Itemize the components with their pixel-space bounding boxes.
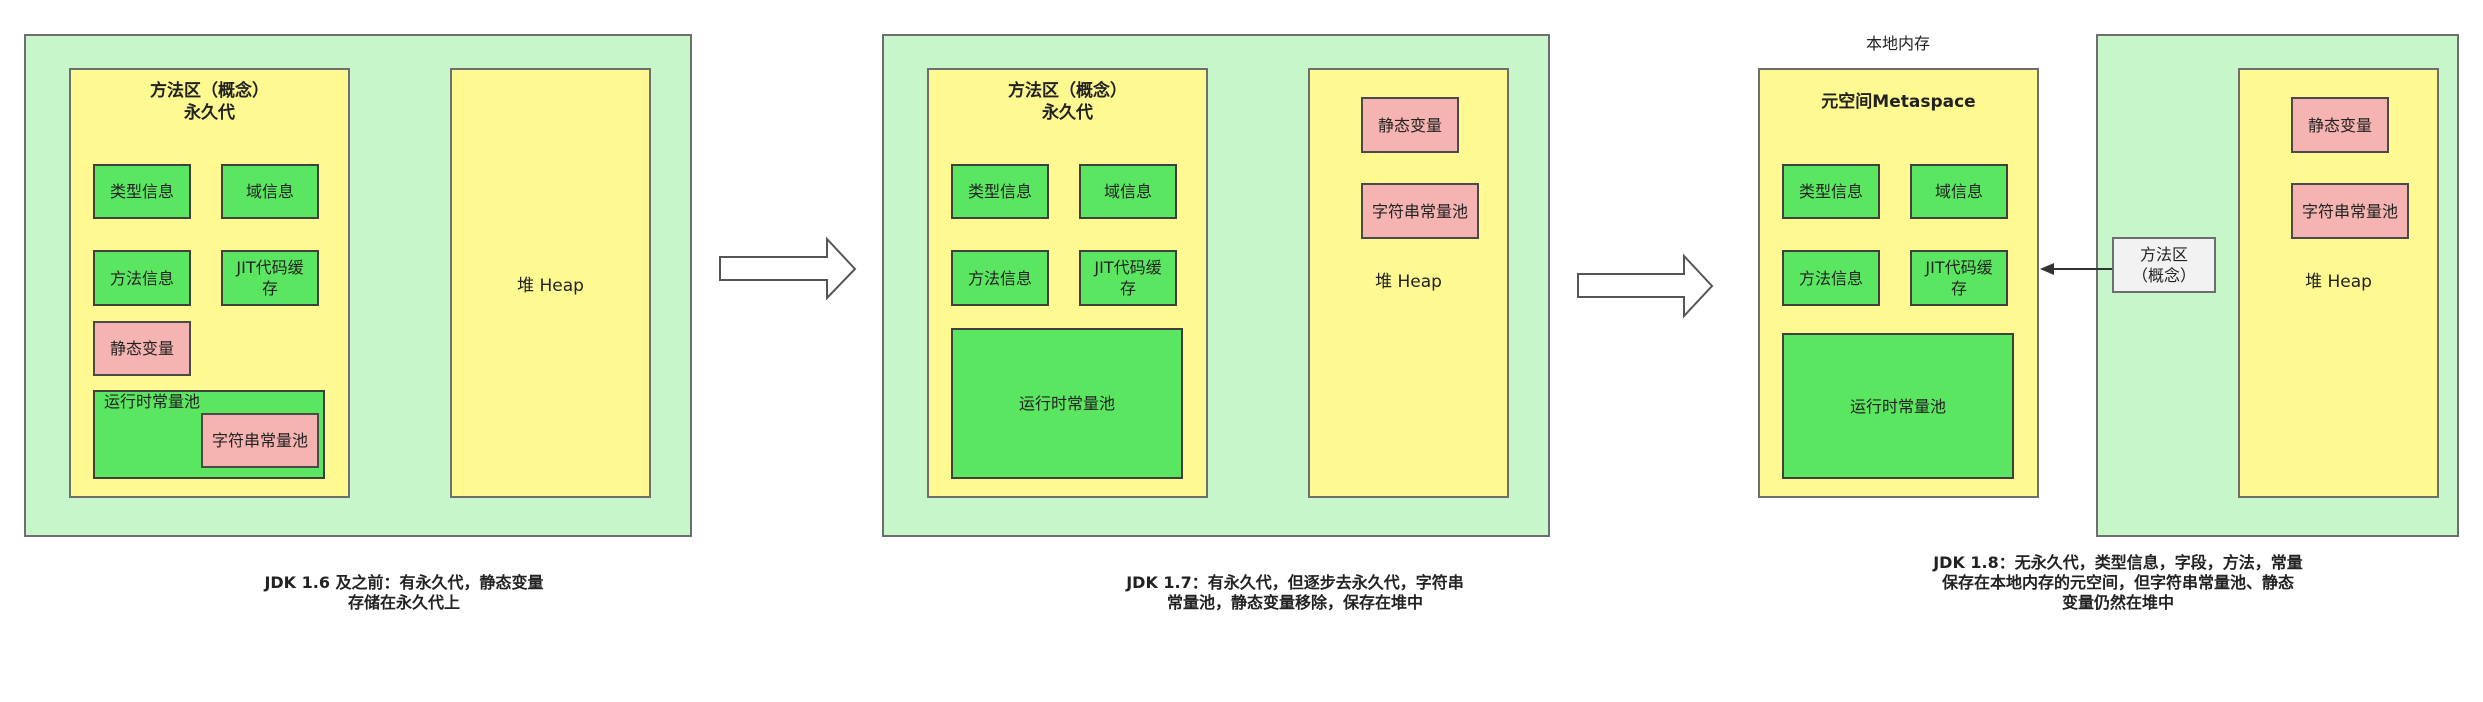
jdk18-native-memory-label: 本地内存 [1865, 34, 1930, 53]
jdk18-field-info: 域信息 [1910, 164, 2008, 219]
jdk18-string-pool: 字符串常量池 [2291, 183, 2409, 239]
jdk17-jit-cache: JIT代码缓存 [1079, 250, 1177, 306]
jdk16-heap: 堆 Heap [450, 68, 651, 498]
jdk18-jit-cache: JIT代码缓存 [1910, 250, 2008, 306]
jdk18-metaspace-title: 元空间Metaspace [1821, 92, 1976, 112]
connector-arrowhead [2040, 263, 2054, 275]
jdk18-caption-line2: 保存在本地内存的元空间，但字符串常量池、静态 [1941, 573, 2294, 592]
jdk16-string-pool: 字符串常量池 [201, 413, 319, 468]
jdk18-runtime-pool: 运行时常量池 [1782, 333, 2014, 479]
jdk16-jit-cache: JIT代码缓存 [221, 250, 319, 306]
jdk18-method-info: 方法信息 [1782, 250, 1880, 306]
jdk17-field-info: 域信息 [1079, 164, 1177, 219]
jdk18-caption-line1: JDK 1.8：无永久代，类型信息，字段，方法，常量 [1933, 553, 2303, 572]
jdk17-type-info: 类型信息 [951, 164, 1049, 219]
jdk16-permgen-title: 方法区（概念） 永久代 [150, 81, 269, 123]
jdk17-method-info: 方法信息 [951, 250, 1049, 306]
jdk18-heap [2238, 68, 2439, 498]
arrow-jdk16-to-jdk17 [719, 236, 857, 301]
jdk17-caption-line2: 常量池，静态变量移除，保存在堆中 [1166, 593, 1423, 612]
jdk17-static-vars: 静态变量 [1361, 97, 1459, 153]
jdk17-runtime-pool: 运行时常量池 [951, 328, 1183, 479]
jdk17-caption-line1: JDK 1.7：有永久代，但逐步去永久代，字符串 [1126, 573, 1464, 592]
jdk16-caption: JDK 1.6 及之前：有永久代，静态变量 存储在永久代上 [164, 573, 644, 613]
jdk17-permgen-title: 方法区（概念） 永久代 [1008, 81, 1127, 123]
jdk18-type-info: 类型信息 [1782, 164, 1880, 219]
jdk16-caption-line2: 存储在永久代上 [347, 593, 460, 612]
jdk18-caption-line3: 变量仍然在堆中 [2061, 593, 2174, 612]
jdk17-heap-label: 堆 Heap [1375, 272, 1442, 292]
jdk18-method-area-concept: 方法区 （概念） [2112, 237, 2216, 293]
arrow-jdk17-to-jdk18 [1577, 253, 1714, 319]
jdk18-static-vars: 静态变量 [2291, 97, 2389, 153]
jdk16-runtime-pool-label: 运行时常量池 [104, 392, 201, 411]
jdk16-static-vars: 静态变量 [93, 321, 191, 376]
jdk16-type-info: 类型信息 [93, 164, 191, 219]
jdk18-caption: JDK 1.8：无永久代，类型信息，字段，方法，常量 保存在本地内存的元空间，但… [1878, 553, 2358, 613]
jdk17-string-pool: 字符串常量池 [1361, 183, 1479, 239]
jdk18-heap-label: 堆 Heap [2305, 272, 2372, 292]
jdk16-field-info: 域信息 [221, 164, 319, 219]
jdk16-method-info: 方法信息 [93, 250, 191, 306]
jdk17-caption: JDK 1.7：有永久代，但逐步去永久代，字符串 常量池，静态变量移除，保存在堆… [1055, 573, 1535, 613]
jdk16-caption-line1: JDK 1.6 及之前：有永久代，静态变量 [264, 573, 544, 592]
